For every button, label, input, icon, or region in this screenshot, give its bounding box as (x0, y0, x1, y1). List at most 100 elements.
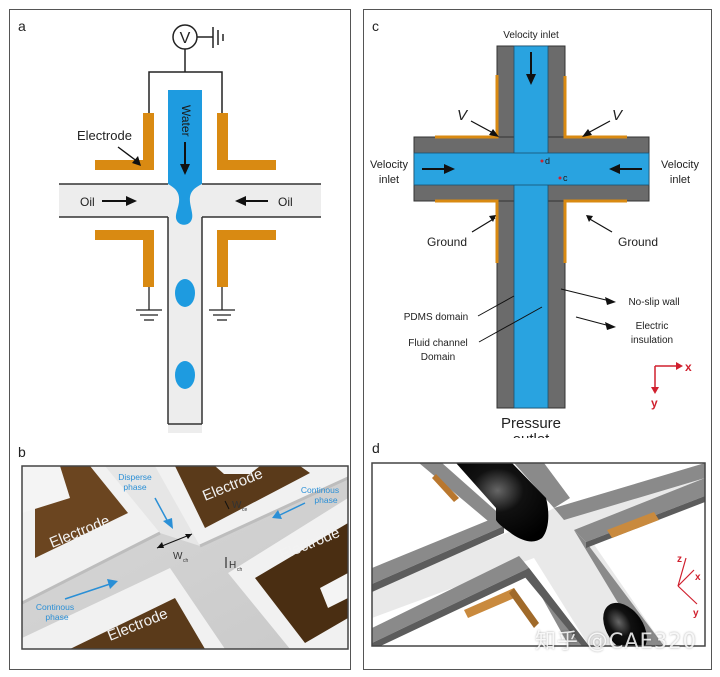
point-d-label: d (545, 156, 550, 166)
panel-label-b: b (18, 444, 26, 460)
electrode-strip (464, 588, 519, 618)
probe-point-d (540, 159, 544, 163)
electrode-ground-left (435, 199, 499, 263)
velocity-inlet-right-label-line2: inlet (670, 174, 690, 186)
electrode-top-left (143, 113, 154, 170)
droplet (175, 279, 195, 307)
continous-phase-left-label: Continous (36, 602, 74, 612)
render-3d-b: Electrode Electrode Electrode Electrode … (21, 465, 349, 650)
disperse-flow-arrow-icon (154, 497, 173, 529)
continous-phase-right-label: Continous (301, 485, 339, 495)
electrode-pad (70, 598, 205, 649)
water-label: Water (179, 105, 193, 137)
probe-point-c (558, 176, 562, 180)
electrode-v-right (563, 76, 627, 139)
continous-phase-left-label-line2: phase (45, 612, 68, 622)
electric-insulation-label-line2: insulation (631, 335, 673, 346)
panel-label-a: a (18, 18, 26, 34)
electrodes (435, 75, 627, 263)
w-ce-subscript: ce (242, 507, 248, 513)
electrode-strip (432, 474, 459, 502)
v-right-pointer-arrow-icon (582, 120, 611, 137)
wiring (148, 49, 223, 113)
fluid-channel-label-line2: Domain (421, 352, 455, 363)
velocity-inlet-left-label: Velocity (370, 159, 408, 171)
h-ch-label: H (229, 560, 236, 571)
ground-left-label: Ground (427, 235, 467, 249)
axis-y-label: y (651, 396, 658, 410)
inlet-top-arrow-icon (526, 52, 536, 85)
electrodes (95, 113, 276, 287)
continous-flow-right-arrow-icon (272, 502, 306, 519)
droplet (175, 361, 195, 389)
electrode-pointer-arrow-icon (117, 146, 141, 166)
axis-x-label: x (685, 360, 692, 374)
electrode-strip (607, 512, 659, 538)
electrode-pad (175, 466, 310, 528)
pressure-outlet-label: Pressure (501, 415, 561, 432)
electrode-v-left (435, 75, 499, 139)
axis-y-label: y (693, 608, 699, 619)
ground-symbol-top-icon (212, 27, 224, 48)
ground-symbol-left-icon (136, 287, 162, 321)
panel-label-d: d (372, 440, 380, 456)
oil-left-arrow-icon (102, 196, 137, 206)
panel-b: b (9, 438, 351, 670)
dispersed-phase-neck (456, 463, 549, 542)
w-ce-dimension-arrow-icon (224, 500, 230, 510)
disperse-phase-label: Disperse (118, 472, 152, 482)
simulation-domain-c: Velocity inlet Velocity inlet Velocity i… (370, 30, 699, 440)
oil-right-arrow-icon (235, 196, 268, 206)
pressure-outlet-label-line2: outlet (513, 431, 551, 440)
v-right-label: V (612, 107, 624, 124)
electrode-strip (509, 588, 539, 628)
water-flow-arrow-icon (180, 142, 190, 175)
fluid-channel-leader-line (478, 306, 543, 343)
disperse-phase-label-line2: phase (123, 482, 146, 492)
ground-right-label: Ground (618, 235, 658, 249)
v-left-label: V (457, 107, 469, 124)
voltage-symbol: V (180, 30, 191, 47)
velocity-inlet-right-label: Velocity (661, 159, 699, 171)
ground-left-pointer-arrow-icon (471, 215, 496, 233)
inlet-right-arrow-icon (609, 164, 642, 174)
oil-left-label: Oil (80, 195, 95, 209)
schematic-a: V Water (59, 24, 321, 433)
electrode-bottom-right (217, 230, 276, 240)
simulation-render-d: z x y (371, 462, 706, 647)
pdms-domain-label: PDMS domain (404, 312, 468, 323)
electric-insulation-arrow-icon (575, 316, 616, 330)
watermark-text: 知乎 @CAE320 (534, 629, 697, 653)
electrode-top-right (217, 113, 228, 170)
pdms-walls (372, 463, 705, 646)
panel-a: a V Water (9, 9, 351, 439)
inlet-left-arrow-icon (422, 164, 455, 174)
h-ch-subscript: ch (237, 567, 243, 573)
w-ce-label: W (232, 500, 242, 511)
electrode-ground-right (563, 199, 627, 263)
v-left-pointer-arrow-icon (470, 120, 499, 137)
pdms-domain-leader-line (477, 295, 515, 317)
electrode-bottom-left (95, 230, 154, 240)
velocity-inlet-left-label-line2: inlet (379, 174, 399, 186)
voltage-source-icon: V (172, 24, 213, 50)
w-ch-label: W (173, 551, 183, 562)
point-c-label: c (563, 173, 568, 183)
fluid-channel-label: Fluid channel (408, 338, 467, 349)
ground-right-pointer-arrow-icon (586, 215, 613, 233)
droplet (603, 602, 647, 646)
panel-label-c: c (372, 18, 379, 34)
panel-c: c Velocity inlet Velocity inlet (363, 9, 712, 440)
electric-insulation-label: Electric (636, 321, 669, 332)
axis-x-label: x (695, 572, 701, 583)
no-slip-wall-arrow-icon (560, 288, 616, 305)
electrode-label: Electrode (77, 128, 132, 143)
xy-axes-icon (651, 362, 683, 394)
panel-d: d (363, 438, 712, 670)
continous-flow-left-arrow-icon (64, 579, 118, 600)
continous-phase-right-label-line2: phase (314, 495, 337, 505)
w-ch-subscript: ch (183, 558, 189, 564)
axis-z-label: z (677, 554, 682, 565)
velocity-inlet-top-label: Velocity inlet (503, 30, 559, 41)
electrode-pad (255, 523, 348, 643)
